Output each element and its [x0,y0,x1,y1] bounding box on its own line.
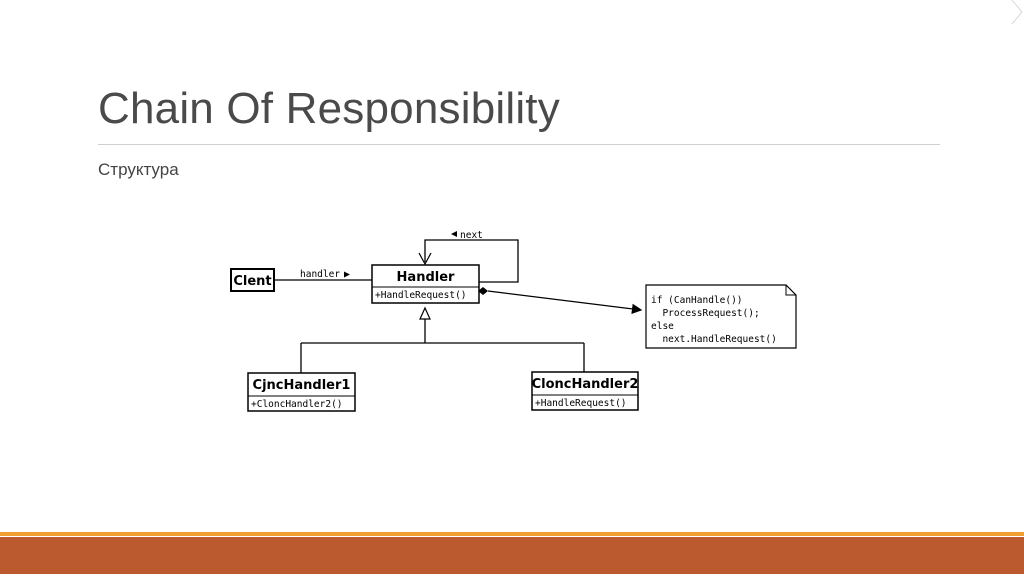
handler-class-box: Handler +HandleRequest() [371,264,480,304]
concrete-handler-1-method: +ClonсHandler2() [251,399,343,410]
next-open-arrow-icon [418,252,432,266]
handler-association-label: handler [300,269,340,280]
note-link-diamond-icon [478,287,488,295]
concrete-handler-2-method: +HandleRequest() [535,398,627,409]
note-line-2: ProcessRequest(); [651,308,760,319]
footer-accent-bar [0,532,1024,536]
concrete-handler-1-name: CjncHandler1 [253,378,351,393]
next-self-association [424,239,519,283]
corner-chevron-icon [1011,0,1023,25]
handler-method: +HandleRequest() [375,290,467,301]
slide-subtitle: Структура [98,160,179,179]
handler-direction-arrow-icon [344,271,350,278]
handler-class-name: Handler [397,270,455,285]
concrete-handler-2-name: ClоncHandler2 [532,377,639,392]
note-link-line [487,290,643,315]
note-line-4: next.HandleRequest() [651,334,777,345]
implementation-note: if (CanHandle()) ProcessRequest(); else … [645,284,797,349]
concrete-handler-2-box: ClоncHandler2 +HandleRequest() [531,371,639,411]
slide-title: Chain Of Responsibility [98,84,560,133]
title-divider [98,144,940,145]
next-association-label: next [460,230,483,241]
client-class-box: Clent [230,268,275,292]
concrete-handler-1-box: CjncHandler1 +ClonсHandler2() [247,372,356,412]
inheritance-triangle-icon [419,306,431,320]
client-class-name: Clent [233,274,271,289]
next-direction-arrow-icon [451,231,457,237]
note-line-3: else [651,321,674,332]
generalization-connector [300,306,585,373]
note-line-1: if (CanHandle()) [651,295,743,306]
footer-bar [0,537,1024,574]
